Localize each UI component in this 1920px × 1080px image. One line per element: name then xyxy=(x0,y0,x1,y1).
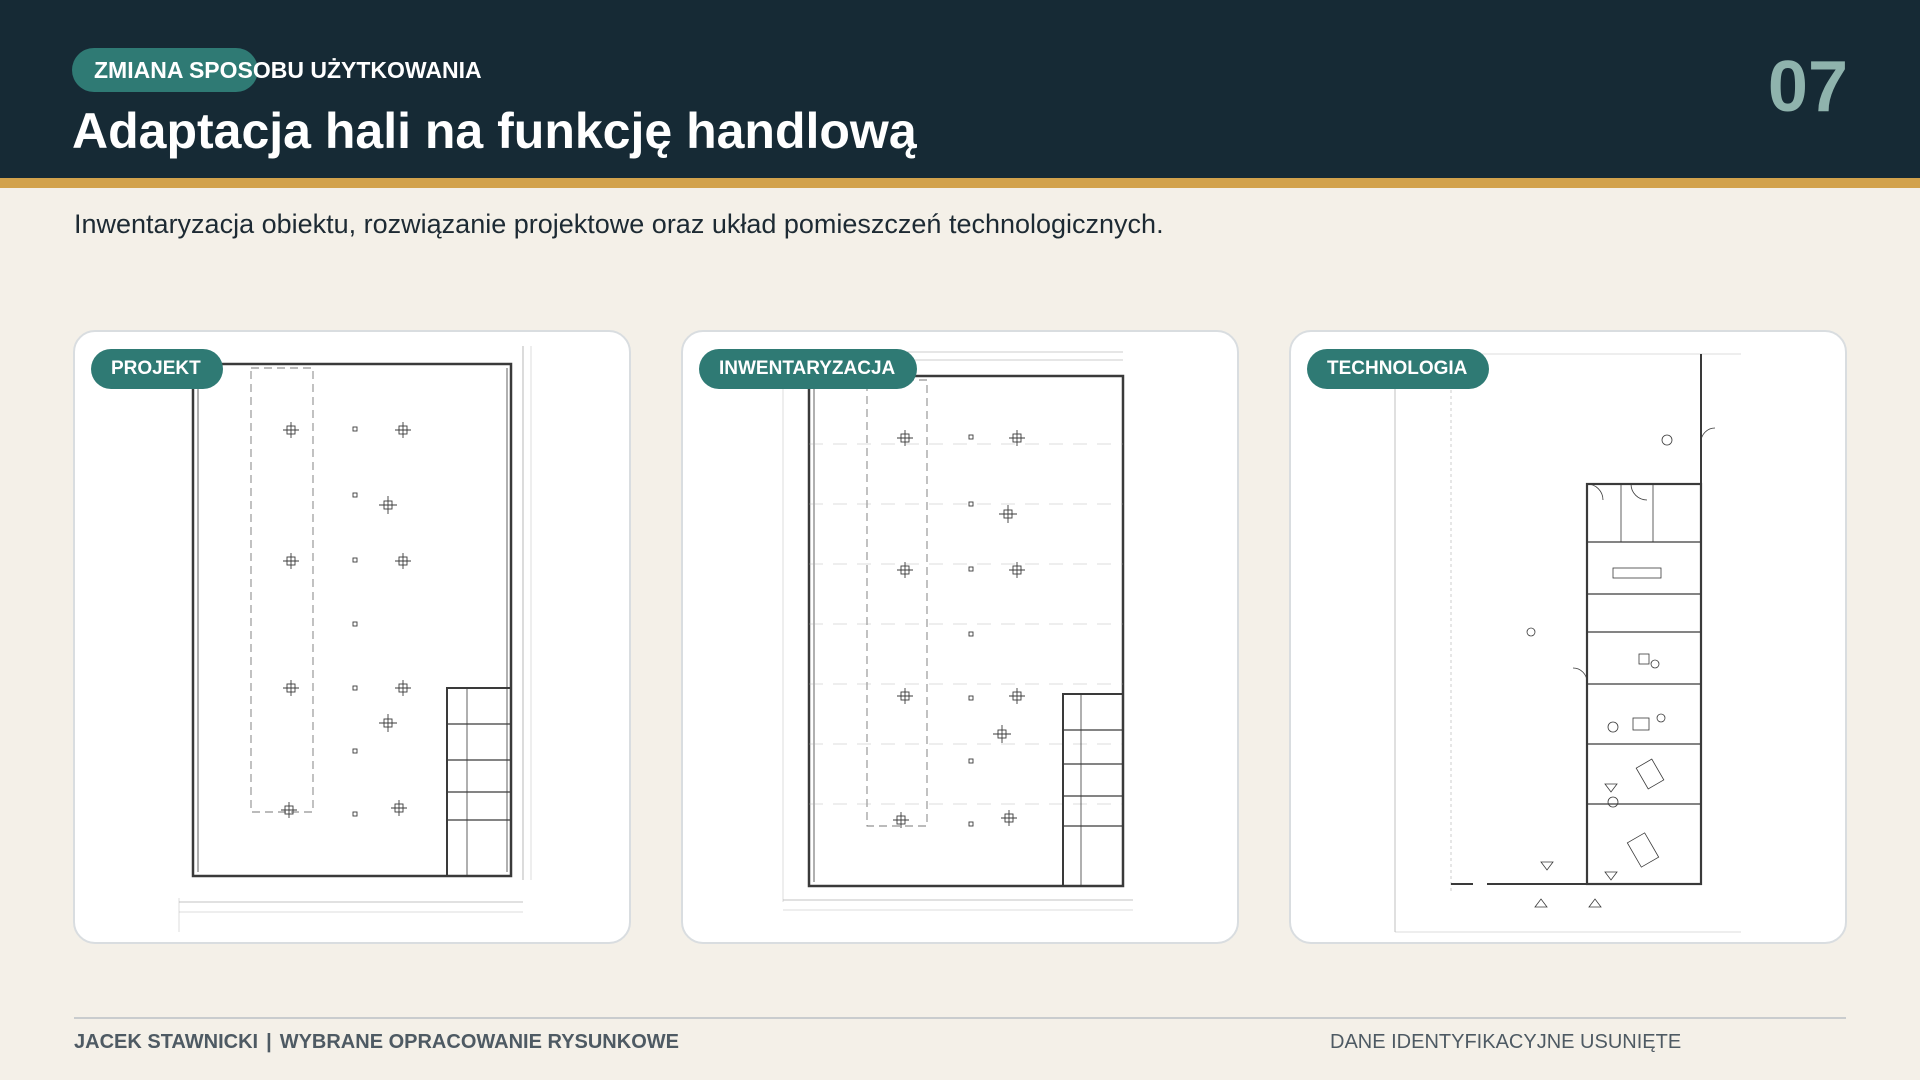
footer-author: JACEK STAWNICKI xyxy=(74,1031,259,1053)
card-technologia: TECHNOLOGIA xyxy=(1289,330,1847,944)
footer-separator: | xyxy=(266,1031,272,1053)
category-label: ZMIANA SPOSOBU UŻYTKOWANIA xyxy=(94,57,482,83)
card-label-technologia: TECHNOLOGIA xyxy=(1307,349,1490,389)
page-subtitle: Inwentaryzacja obiektu, rozwiązanie proj… xyxy=(74,209,1164,239)
card-label-inwentaryzacja: INWENTARYZACJA xyxy=(699,349,918,389)
page-title: Adaptacja hali na funkcję handlową xyxy=(72,103,917,159)
page-number: 07 xyxy=(1767,47,1848,127)
card-label-projekt: PROJEKT xyxy=(91,349,223,389)
card-projekt: PROJEKT xyxy=(73,330,631,944)
header-band xyxy=(0,0,1920,178)
floor-plan-projekt xyxy=(178,346,532,932)
floor-plan-inwentaryzacja xyxy=(775,351,1133,911)
floor-plan-technologia xyxy=(1394,353,1741,933)
header-accent-stripe xyxy=(0,178,1920,188)
footer-description: WYBRANE OPRACOWANIE RYSUNKOWE xyxy=(279,1031,679,1053)
footer-note: DANE IDENTYFIKACYJNE USUNIĘTE xyxy=(1330,1031,1682,1053)
category-pill xyxy=(72,48,258,92)
footer-divider xyxy=(74,1017,1846,1019)
footer-credit: JACEK STAWNICKI | WYBRANE OPRACOWANIE RYSU… xyxy=(74,1031,679,1054)
card-inwentaryzacja: INWENTARYZACJA xyxy=(681,330,1239,944)
